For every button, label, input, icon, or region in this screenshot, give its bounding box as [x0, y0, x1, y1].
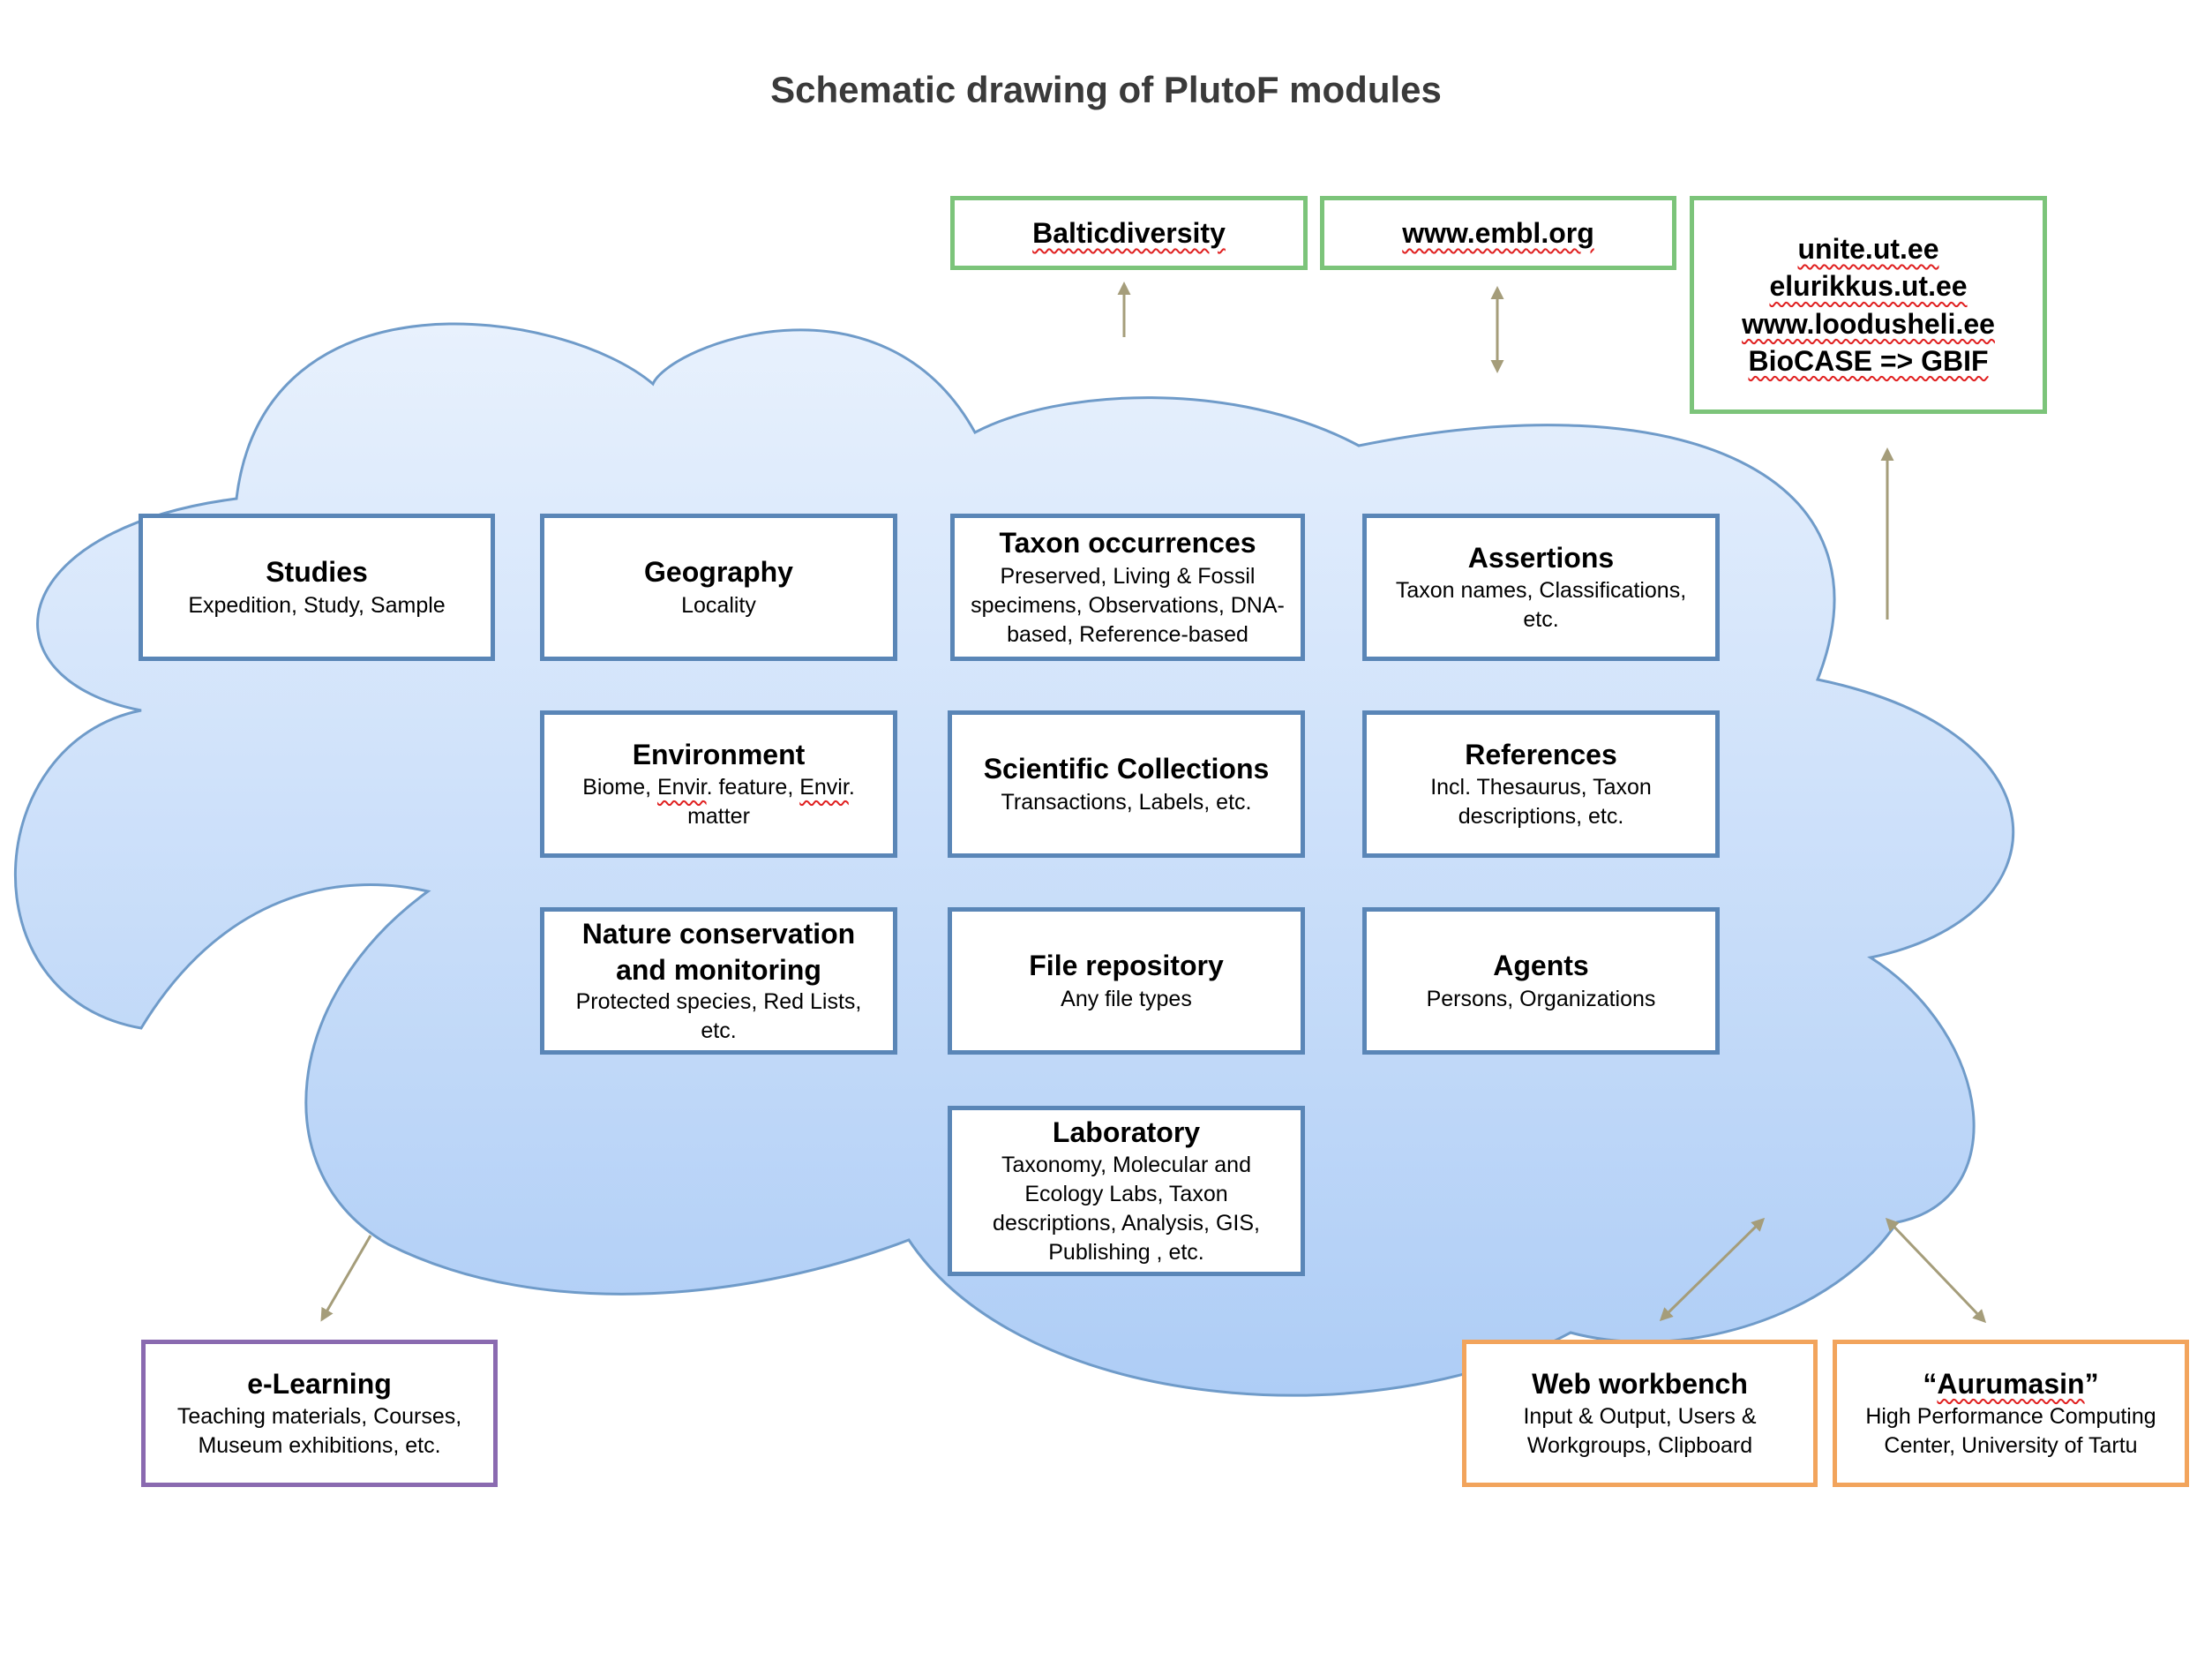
module-title: Agents	[1493, 950, 1589, 982]
module-laboratory: Laboratory Taxonomy, Molecular and Ecolo…	[948, 1106, 1305, 1276]
module-agents: Agents Persons, Organizations	[1362, 907, 1720, 1055]
elearning-title: e-Learning	[247, 1367, 392, 1400]
module-subtitle: Protected species, Red Lists, etc.	[575, 989, 862, 1044]
module-subtitle: Taxonomy, Molecular and Ecology Labs, Ta…	[993, 1153, 1260, 1266]
elearning-subtitle: Teaching materials, Courses, Museum exhi…	[176, 1404, 462, 1459]
embl-box: www.embl.org	[1320, 196, 1676, 270]
portals-box: unite.ut.ee elurikkus.ut.ee www.loodushe…	[1690, 196, 2047, 414]
module-title: Laboratory	[1052, 1115, 1201, 1148]
arrow-aurumasin	[1885, 1217, 1987, 1324]
module-subtitle: Taxon names, Classifications, etc.	[1395, 578, 1687, 633]
module-title: Studies	[266, 556, 368, 589]
module-scientific-collections: Scientific Collections Transactions, Lab…	[948, 710, 1305, 858]
module-title: Nature conservation and monitoring	[581, 917, 856, 986]
portal-loodusheli: www.loodusheli.ee	[1742, 307, 1995, 340]
web-workbench-title: Web workbench	[1532, 1367, 1748, 1400]
module-subtitle: Biome, Envir. feature, Envir. matter	[582, 775, 855, 830]
module-title: Scientific Collections	[983, 753, 1270, 785]
diagram-title: Schematic drawing of PlutoF modules	[770, 69, 1442, 110]
balticdiversity-box: Balticdiversity	[950, 196, 1308, 270]
module-subtitle: Transactions, Labels, etc.	[1001, 789, 1252, 815]
module-subtitle: Expedition, Study, Sample	[188, 592, 446, 618]
module-title: Taxon occurrences	[999, 527, 1256, 560]
module-title: References	[1465, 738, 1617, 770]
aurumasin-box: “Aurumasin” High Performance Computing C…	[1833, 1340, 2189, 1487]
portal-elurikkus: elurikkus.ut.ee	[1769, 270, 1968, 303]
module-nature-conservation: Nature conservation and monitoring Prote…	[540, 907, 897, 1055]
web-workbench-box: Web workbench Input & Output, Users & Wo…	[1462, 1340, 1818, 1487]
module-subtitle: Locality	[681, 592, 756, 618]
arrow-to-elearning	[320, 1235, 372, 1322]
embl-label: www.embl.org	[1402, 216, 1594, 249]
module-subtitle: Persons, Organizations	[1426, 986, 1656, 1011]
module-file-repository: File repository Any file types	[948, 907, 1305, 1055]
module-title: Geography	[644, 556, 793, 589]
module-subtitle: Any file types	[1061, 986, 1192, 1011]
aurumasin-title: “Aurumasin”	[1923, 1367, 2099, 1400]
module-taxon-occurrences: Taxon occurrences Preserved, Living & Fo…	[950, 514, 1305, 661]
module-title: File repository	[1029, 950, 1224, 982]
elearning-box: e-Learning Teaching materials, Courses, …	[141, 1340, 498, 1487]
module-studies: Studies Expedition, Study, Sample	[139, 514, 495, 661]
module-subtitle: Preserved, Living & Fossil specimens, Ob…	[971, 563, 1285, 647]
portal-biocase-gbif: BioCASE => GBIF	[1748, 344, 1989, 377]
balticdiversity-label: Balticdiversity	[1032, 216, 1226, 249]
arrow-web-workbench	[1659, 1217, 1766, 1322]
web-workbench-subtitle: Input & Output, Users & Workgroups, Clip…	[1523, 1404, 1757, 1459]
module-title: Assertions	[1467, 541, 1615, 574]
module-assertions: Assertions Taxon names, Classifications,…	[1362, 514, 1720, 661]
module-subtitle: Incl. Thesaurus, Taxon descriptions, etc…	[1430, 775, 1652, 830]
module-geography: Geography Locality	[540, 514, 897, 661]
portal-unite: unite.ut.ee	[1797, 233, 1939, 266]
module-environment: Environment Biome, Envir. feature, Envir…	[540, 710, 897, 858]
aurumasin-subtitle: High Performance Computing Center, Unive…	[1865, 1404, 2156, 1459]
module-title: Environment	[632, 738, 806, 770]
module-references: References Incl. Thesaurus, Taxon descri…	[1362, 710, 1720, 858]
